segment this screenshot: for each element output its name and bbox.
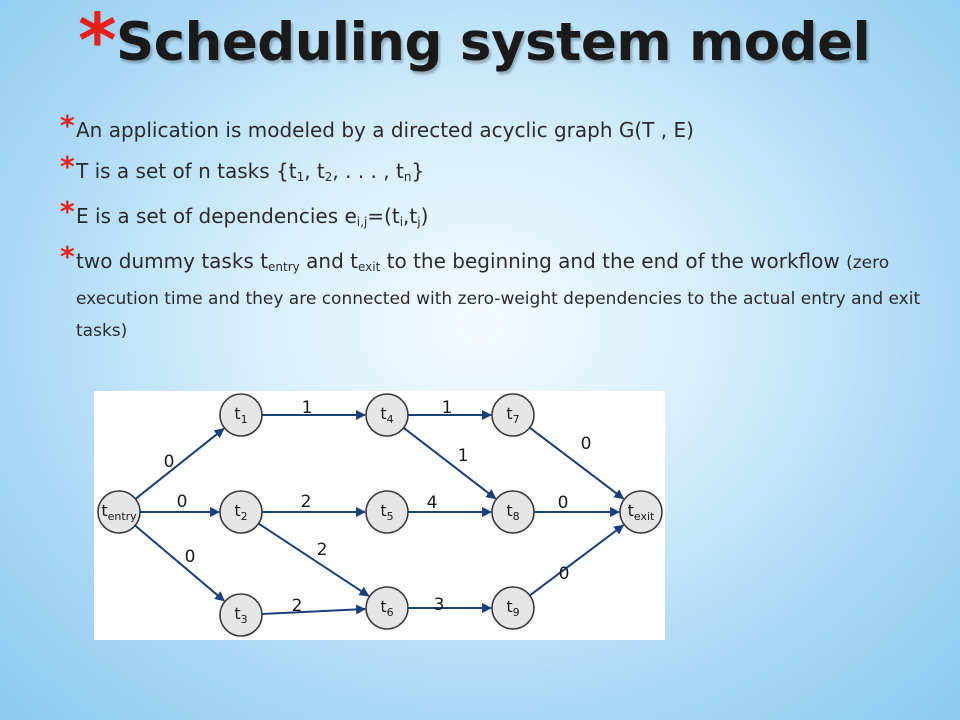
task-node-t9: t9 (491, 586, 535, 630)
node-circle (365, 586, 409, 630)
node-circle (619, 490, 663, 534)
text-part: , t (304, 159, 325, 183)
bullet-item: * An application is modeled by a directe… (60, 111, 940, 147)
edge-weight-label: 0 (581, 434, 592, 454)
edge-weight-label: 1 (442, 398, 453, 418)
task-node-t2: t2 (219, 490, 263, 534)
subscript: 1 (296, 170, 305, 184)
title-asterisk-icon: * (78, 0, 117, 84)
node-label: t5 (380, 501, 393, 523)
task-node-t5: t5 (365, 490, 409, 534)
edge-weight-label: 1 (458, 446, 469, 466)
edge-t2-t6 (257, 522, 370, 597)
node-label: t1 (234, 404, 247, 426)
bullet-asterisk-icon: * (60, 240, 75, 273)
node-label: t8 (506, 501, 519, 523)
node-label: t6 (380, 597, 393, 619)
slide-title: Scheduling system model (116, 12, 871, 73)
bullet-asterisk-icon: * (60, 195, 75, 228)
text-part-note: (zero execution time and they are connec… (76, 253, 921, 341)
text-part: ) (420, 204, 429, 228)
node-label: t3 (234, 604, 247, 626)
text-part: and t (299, 249, 358, 273)
bullet-text: E is a set of dependencies ei,j=(ti,tj) (76, 204, 429, 229)
node-label: t2 (234, 501, 247, 523)
edge-weight-label: 2 (317, 540, 328, 560)
text-part: E is a set of dependencies e (76, 204, 357, 228)
edge-weight-label: 0 (164, 452, 175, 472)
subscript: i (399, 215, 404, 229)
subscript: i,j (356, 215, 368, 229)
node-label: tentry (101, 501, 137, 523)
task-node-t8: t8 (491, 490, 535, 534)
edge-weight-label: 4 (427, 493, 438, 513)
bullet-list: * An application is modeled by a directe… (60, 111, 940, 355)
text-part: T is a set of n tasks {t (76, 159, 297, 183)
edge-weight-label: 3 (434, 595, 445, 615)
edge-t3-t6 (261, 604, 367, 615)
text-part: } (411, 159, 425, 183)
node-circle (365, 490, 409, 534)
text-part: ,t (403, 204, 418, 228)
subscript: entry (268, 260, 300, 274)
node-circle (219, 490, 263, 534)
edge-weight-label: 0 (185, 547, 196, 567)
node-circle (491, 490, 535, 534)
task-node-tentry: tentry (97, 490, 141, 534)
task-node-t1: t1 (219, 393, 263, 437)
bullet-item: * two dummy tasks tentry and texit to th… (60, 242, 940, 346)
bullet-text: two dummy tasks tentry and texit to the … (76, 249, 920, 341)
bullet-asterisk-icon: * (60, 109, 75, 142)
text-part: =(t (367, 204, 400, 228)
task-node-t7: t7 (491, 393, 535, 437)
edge-weight-label: 0 (177, 492, 188, 512)
bullet-item: * E is a set of dependencies ei,j=(ti,tj… (60, 197, 940, 237)
node-circle (219, 593, 263, 637)
node-label: t4 (380, 404, 393, 426)
edge-tentry-t1 (134, 427, 225, 500)
node-circle (365, 393, 409, 437)
node-circle (491, 393, 535, 437)
edge-weight-label: 0 (558, 493, 569, 513)
node-circle (219, 393, 263, 437)
text-part: to the beginning and the end of the work… (380, 249, 847, 273)
node-label: t9 (506, 597, 519, 619)
edge-t7-texit (529, 426, 625, 500)
node-circle (97, 490, 141, 534)
bullet-text: An application is modeled by a directed … (76, 118, 694, 142)
subscript: n (403, 170, 412, 184)
text-part: , . . . , t (332, 159, 404, 183)
edge-t4-t8 (403, 427, 497, 500)
bullet-item: * T is a set of n tasks {t1, t2, . . . ,… (60, 152, 940, 192)
edge-weight-label: 0 (559, 564, 570, 584)
edge-weight-label: 1 (302, 398, 313, 418)
edge-tentry-t3 (134, 524, 225, 602)
node-label: texit (628, 501, 655, 523)
edge-weight-label: 2 (301, 492, 312, 512)
edge-t9-texit (529, 524, 625, 597)
subscript: 2 (324, 170, 333, 184)
bullet-text: T is a set of n tasks {t1, t2, . . . , t… (76, 159, 425, 184)
node-label: t7 (506, 404, 519, 426)
bullet-asterisk-icon: * (60, 150, 75, 183)
task-node-t6: t6 (365, 586, 409, 630)
text-part: two dummy tasks t (76, 249, 269, 273)
task-node-t4: t4 (365, 393, 409, 437)
task-node-texit: texit (619, 490, 663, 534)
subscript: exit (357, 260, 381, 274)
edge-weight-label: 2 (292, 596, 303, 616)
task-node-t3: t3 (219, 593, 263, 637)
node-circle (491, 586, 535, 630)
subscript: j (417, 215, 421, 229)
